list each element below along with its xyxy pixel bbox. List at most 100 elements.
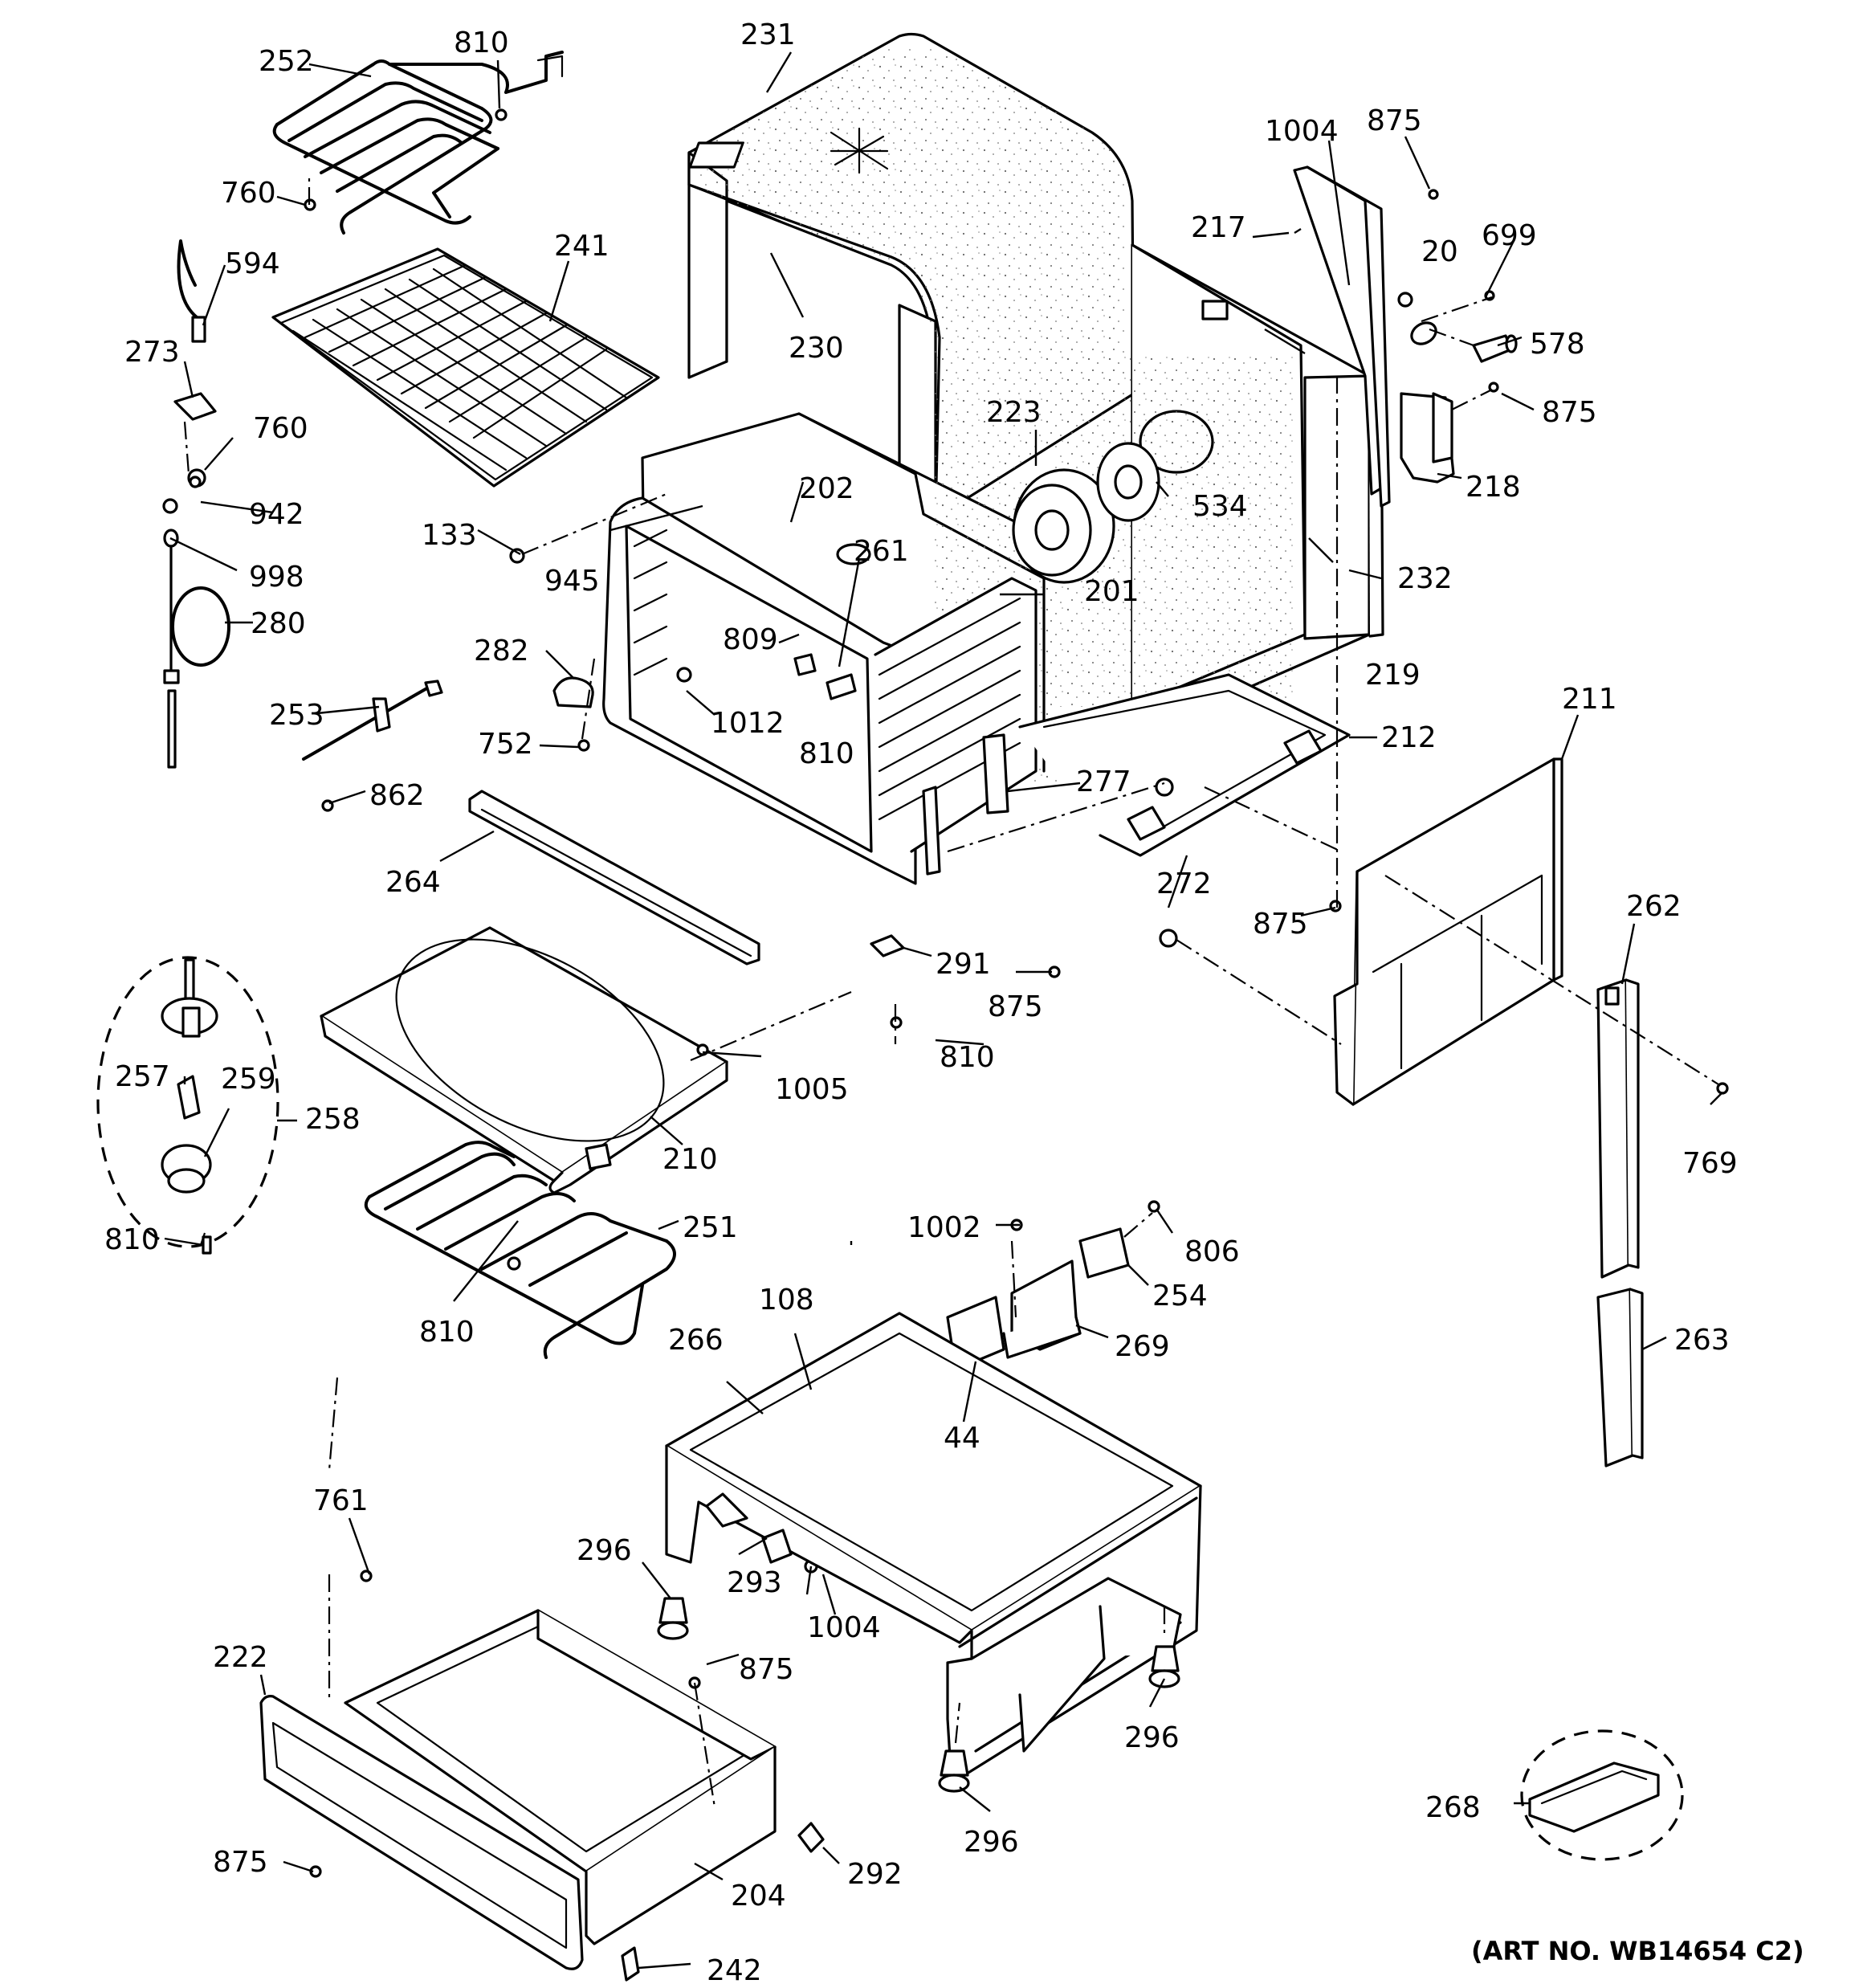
callout-1002: 1002 [907,1211,981,1244]
bottom-tray [1018,673,1351,857]
callout-133: 133 [422,519,477,552]
callout-875: 875 [1367,104,1422,137]
callout-272: 272 [1156,867,1212,900]
callout-218: 218 [1466,471,1521,504]
callout-769: 769 [1682,1147,1738,1180]
misc-hardware [189,108,1729,1878]
oven-rack [271,247,660,488]
broil-element [272,51,564,235]
callout-277: 277 [1076,765,1131,798]
art-number: (ART NO. WB14654 C2) [1471,1936,1804,1966]
callout-534: 534 [1192,490,1248,523]
callout-810: 810 [799,737,854,770]
callout-282: 282 [474,635,529,667]
callout-252: 252 [259,45,314,78]
callout-875: 875 [1542,396,1597,429]
callout-44: 44 [944,1422,980,1455]
callout-1004: 1004 [1265,115,1339,148]
callout-263: 263 [1674,1324,1730,1357]
upper-bracket-set [946,1227,1130,1371]
assembly-lines [183,177,1719,1808]
callout-253: 253 [269,699,324,732]
callout-1005: 1005 [775,1073,849,1106]
callout-875: 875 [739,1653,794,1686]
callout-291: 291 [936,948,991,981]
callout-257: 257 [115,1060,170,1093]
callout-578: 578 [1530,328,1585,361]
callout-212: 212 [1381,721,1437,754]
callout-259: 259 [221,1063,276,1096]
callout-217: 217 [1191,211,1246,244]
bake-element [364,1141,676,1359]
callout-241: 241 [554,230,609,263]
callout-998: 998 [249,561,304,594]
callout-222: 222 [213,1641,268,1674]
callout-699: 699 [1482,219,1537,252]
callout-202: 202 [799,472,854,505]
callout-862: 862 [369,779,425,812]
callout-201: 201 [1084,575,1139,608]
callout-810: 810 [104,1223,160,1256]
sensor-bracket [302,680,443,761]
side-panel [1333,757,1563,1106]
callout-223: 223 [986,396,1042,429]
temp-sensor [162,239,230,769]
callout-20: 20 [1421,235,1458,268]
callout-204: 204 [731,1880,786,1912]
callout-875: 875 [213,1846,268,1879]
inset-268 [1520,1729,1684,1861]
callout-594: 594 [225,247,280,280]
callout-264: 264 [385,866,441,899]
callout-108: 108 [759,1284,814,1316]
leader-lines [164,51,1723,1970]
callout-296: 296 [1124,1721,1180,1754]
callout-292: 292 [847,1858,903,1891]
drawer-frame [665,1312,1202,1785]
callout-942: 942 [249,498,304,531]
callout-230: 230 [789,332,844,365]
callout-219: 219 [1365,659,1421,692]
rear-panel [1052,243,1384,725]
callout-211: 211 [1562,683,1617,716]
trim-strip [468,790,760,965]
callout-760: 760 [253,412,308,445]
callout-261: 261 [854,535,909,568]
rear-brackets [1293,165,1518,508]
callout-296: 296 [964,1826,1019,1859]
callout-1012: 1012 [711,707,785,740]
convection-fan [1012,442,1160,584]
leveling-legs [657,1597,1180,1793]
callout-293: 293 [727,1566,782,1599]
callout-809: 809 [723,623,778,656]
callout-761: 761 [313,1484,369,1517]
callout-210: 210 [662,1143,718,1176]
callout-251: 251 [683,1211,738,1244]
callout-752: 752 [478,728,533,761]
callout-273: 273 [124,336,180,369]
side-trims [1596,978,1644,1468]
callout-806: 806 [1184,1235,1240,1268]
callout-280: 280 [251,607,306,640]
callout-945: 945 [544,565,600,598]
storage-drawer [259,1609,825,1982]
callout-231: 231 [740,18,796,51]
callout-875: 875 [988,990,1043,1023]
callout-810: 810 [454,27,509,59]
callout-269: 269 [1115,1330,1170,1363]
callout-1004: 1004 [807,1611,881,1644]
callout-810: 810 [940,1041,995,1074]
inset-258 [96,956,279,1255]
callout-268: 268 [1425,1791,1481,1824]
callout-810: 810 [419,1316,475,1349]
callout-232: 232 [1397,562,1453,595]
callout-266: 266 [668,1324,724,1357]
callout-258: 258 [305,1103,361,1136]
callout-254: 254 [1152,1280,1208,1312]
callout-296: 296 [577,1534,632,1567]
callout-labels: 252 810 231 1004 875 760 594 241 217 20 … [104,18,1738,1987]
callout-760: 760 [221,177,276,210]
callout-262: 262 [1626,890,1682,923]
callout-242: 242 [707,1954,762,1987]
oven-cavity [602,412,1060,885]
